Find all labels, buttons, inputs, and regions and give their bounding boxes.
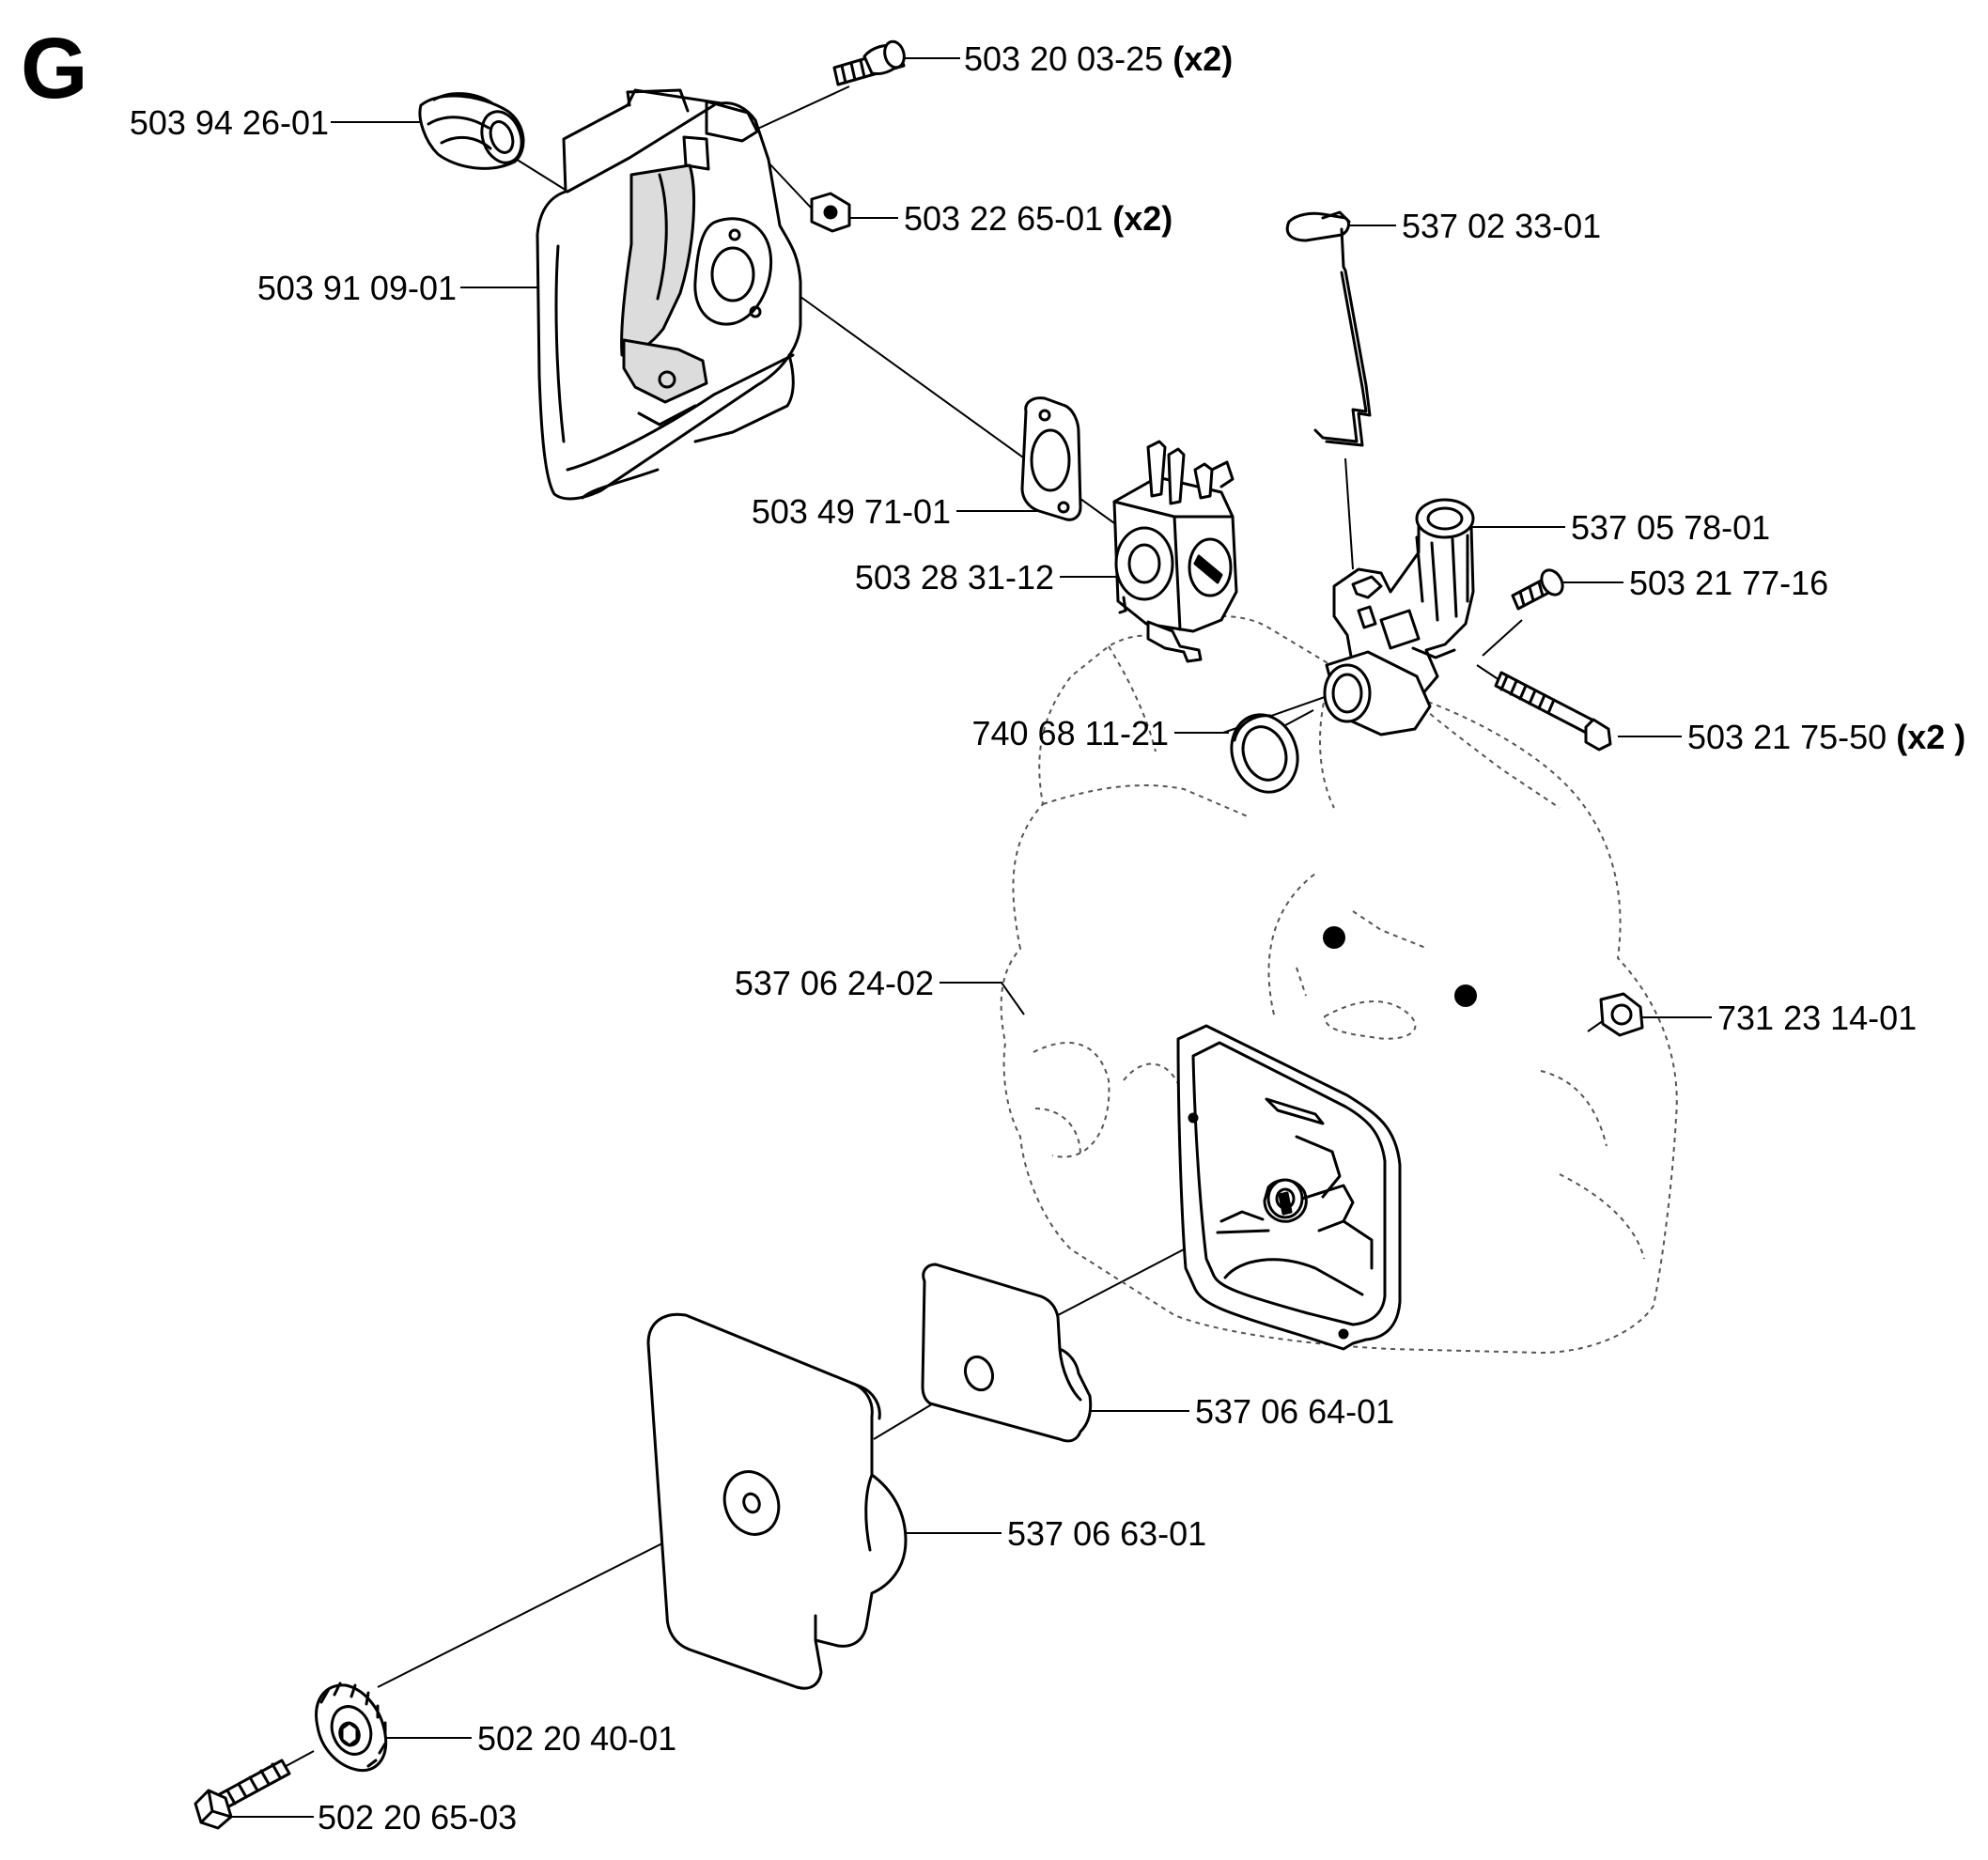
part-label: 503 21 75-50 (x2 ) bbox=[1687, 718, 1965, 756]
part-label: 537 06 64-01 bbox=[1195, 1392, 1394, 1431]
part-label: 503 94 26-01 bbox=[130, 103, 329, 142]
part-label: 502 20 40-01 bbox=[477, 1719, 676, 1758]
part-label: 503 20 03-25 (x2) bbox=[964, 39, 1233, 78]
part-label: 537 06 63-01 bbox=[1007, 1514, 1206, 1553]
part-label: 503 22 65-01 (x2) bbox=[904, 199, 1173, 238]
part-label: 537 02 33-01 bbox=[1402, 207, 1601, 245]
throttle-rod bbox=[1285, 210, 1372, 447]
part-label: 503 28 31-12 bbox=[855, 558, 1054, 597]
screw-503-21-77-16 bbox=[1511, 568, 1564, 611]
square-nut bbox=[810, 192, 851, 233]
leader-lines bbox=[231, 57, 1712, 1818]
carburetor bbox=[1112, 440, 1238, 663]
part-label: 740 68 11-21 bbox=[971, 714, 1169, 752]
part-label: 502 20 65-03 bbox=[318, 1798, 517, 1837]
screw-503-20-03-25 bbox=[832, 39, 906, 86]
knob-bolt bbox=[194, 1759, 291, 1830]
air-filter-base bbox=[1176, 1024, 1402, 1351]
intake-ring bbox=[1230, 713, 1299, 794]
section-letter: G bbox=[21, 21, 88, 116]
intake-sleeve bbox=[418, 92, 525, 170]
part-label: 731 23 14-01 bbox=[1717, 999, 1917, 1037]
hex-nut bbox=[1599, 992, 1644, 1037]
part-label: 537 05 78-01 bbox=[1571, 508, 1770, 547]
gasket bbox=[1020, 396, 1082, 521]
part-label: 537 06 24-02 bbox=[735, 964, 934, 1002]
air-filter-element bbox=[921, 1263, 1093, 1443]
filter-knob bbox=[315, 1682, 388, 1773]
part-label: 503 91 09-01 bbox=[257, 269, 457, 307]
part-label: 503 21 77-16 bbox=[1629, 564, 1828, 602]
intake-adapter bbox=[1323, 498, 1475, 736]
long-bolt bbox=[1494, 671, 1612, 752]
part-label: 503 49 71-01 bbox=[752, 492, 951, 531]
carburetor-housing bbox=[536, 88, 802, 501]
part-labels: 503 20 03-25 (x2) 503 94 26-01 503 22 65… bbox=[130, 39, 1965, 1837]
air-filter-cover bbox=[646, 1312, 908, 1690]
